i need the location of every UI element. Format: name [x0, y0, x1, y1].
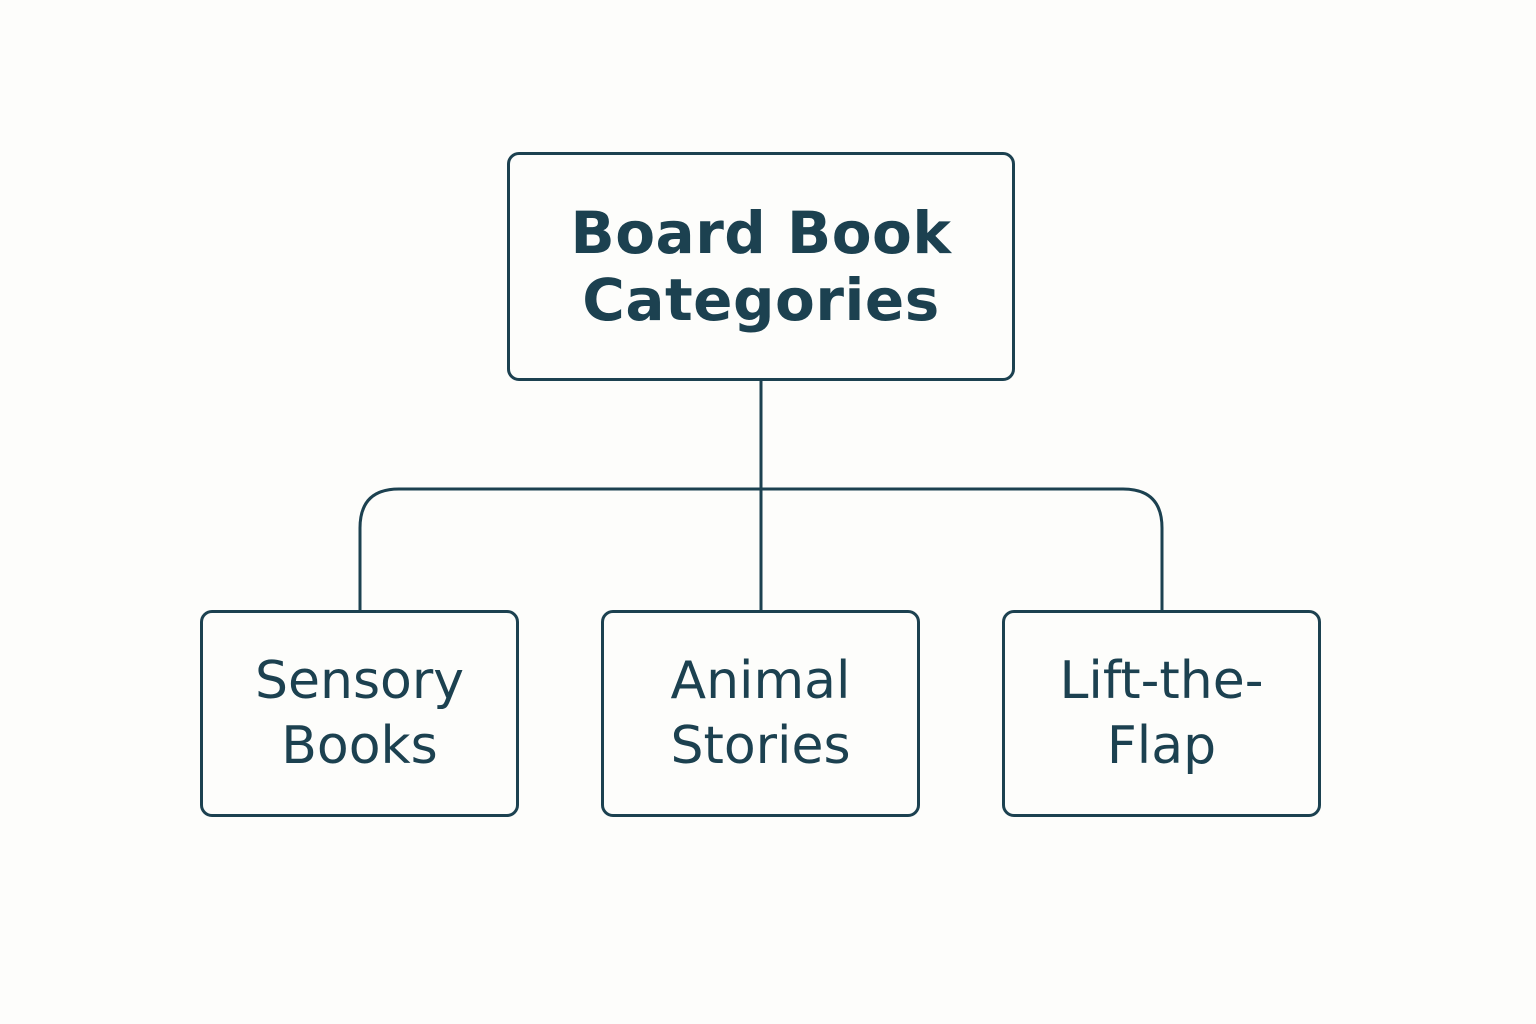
branch-connector — [358, 487, 1164, 610]
child-node-sensory-books: Sensory Books — [200, 610, 519, 817]
child-node-lift-the-flap: Lift-the- Flap — [1002, 610, 1321, 817]
root-node-label: Board Book Categories — [570, 199, 952, 334]
child-node-label: Animal Stories — [670, 650, 851, 776]
root-node-board-book-categories: Board Book Categories — [507, 152, 1015, 381]
child-node-label: Lift-the- Flap — [1059, 650, 1264, 776]
child-node-label: Sensory Books — [254, 650, 464, 776]
child-node-animal-stories: Animal Stories — [601, 610, 920, 817]
